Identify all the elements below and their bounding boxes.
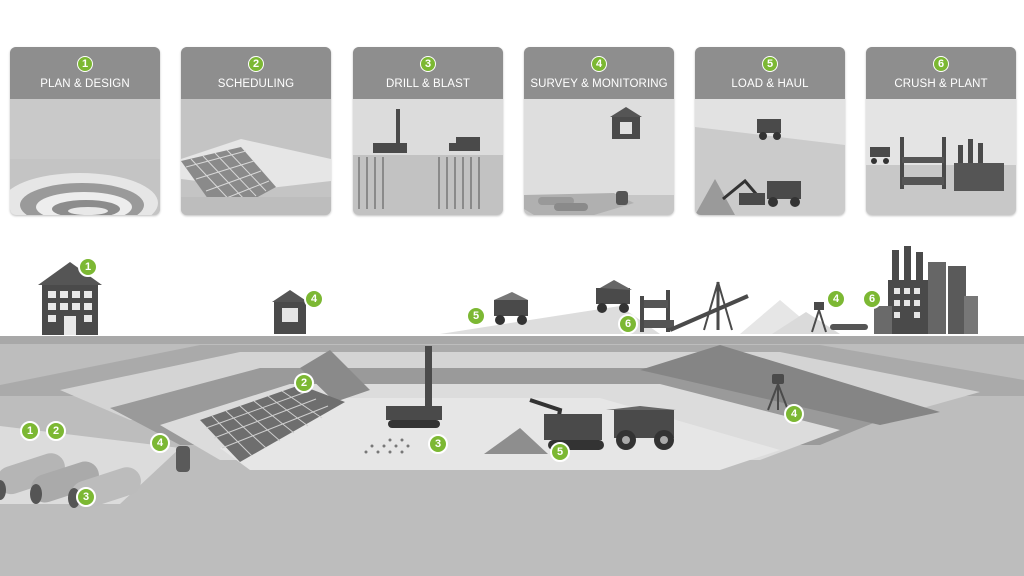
step-card-load-haul: 5 LOAD & HAUL [695, 47, 845, 215]
card-header: 5 LOAD & HAUL [695, 47, 845, 99]
scene-badge-underground-monitor: 4 [150, 433, 170, 453]
plant-survey-station [811, 302, 868, 333]
upper-haul-truck [596, 280, 632, 313]
survey-hut [272, 290, 308, 334]
load-haul-illustration [695, 99, 845, 215]
step-number-badge: 1 [77, 56, 93, 72]
scene-badge-scheduling-grid: 2 [294, 373, 314, 393]
drill-blast-illustration [353, 99, 503, 215]
card-header: 6 CRUSH & PLANT [866, 47, 1016, 99]
step-card-scheduling: 2 SCHEDULING [181, 47, 331, 215]
card-header: 4 SURVEY & MONITORING [524, 47, 674, 99]
step-title: LOAD & HAUL [731, 78, 809, 90]
step-card-drill-blast: 3 DRILL & BLAST [353, 47, 503, 215]
excavator [484, 398, 604, 454]
scene-badge-survey-hut: 4 [304, 289, 324, 309]
scene-badge-conveyor: 6 [618, 314, 638, 334]
step-title: SCHEDULING [217, 78, 295, 90]
scene-badge-underground-tunnels: 3 [76, 487, 96, 507]
haul-truck [494, 292, 528, 325]
step-title: PLAN & DESIGN [40, 78, 130, 90]
step-card-crush-plant: 6 CRUSH & PLANT [866, 47, 1016, 215]
scene-badge-haul-truck: 5 [466, 306, 486, 326]
pit-scheduling-grid [200, 385, 345, 462]
card-header: 3 DRILL & BLAST [353, 47, 503, 99]
scene-badge-underground-plan: 1 [20, 421, 40, 441]
scene-badge-pit-survey: 4 [784, 404, 804, 424]
step-number-badge: 3 [420, 56, 436, 72]
step-number-badge: 4 [591, 56, 607, 72]
schedule-grid-illustration [181, 99, 331, 215]
pit-design-illustration [10, 99, 160, 215]
crush-plant-illustration [866, 99, 1016, 215]
card-header: 2 SCHEDULING [181, 47, 331, 99]
step-title: CRUSH & PLANT [894, 78, 988, 90]
pit-haul-truck [606, 406, 676, 450]
scene-badge-office: 1 [78, 257, 98, 277]
processing-plant [874, 246, 978, 334]
scene-badge-plant-survey: 4 [826, 289, 846, 309]
step-card-survey-monitoring: 4 SURVEY & MONITORING [524, 47, 674, 215]
step-number-badge: 5 [762, 56, 778, 72]
scene-badge-drill-rig: 3 [428, 434, 448, 454]
scene-badge-underground-schedule: 2 [46, 421, 66, 441]
step-card-plan-design: 1 PLAN & DESIGN [10, 47, 160, 215]
haul-road [440, 306, 660, 334]
step-title: DRILL & BLAST [386, 78, 470, 90]
drill-rig [364, 346, 442, 454]
scene-badge-plant: 6 [862, 289, 882, 309]
underground-tunnels [0, 426, 190, 509]
office-building [38, 262, 102, 335]
scene-badge-excavator: 5 [550, 442, 570, 462]
card-header: 1 PLAN & DESIGN [10, 47, 160, 99]
step-number-badge: 2 [248, 56, 264, 72]
step-number-badge: 6 [933, 56, 949, 72]
conveyor [640, 281, 749, 332]
step-title: SURVEY & MONITORING [530, 78, 668, 90]
survey-illustration [524, 99, 674, 215]
